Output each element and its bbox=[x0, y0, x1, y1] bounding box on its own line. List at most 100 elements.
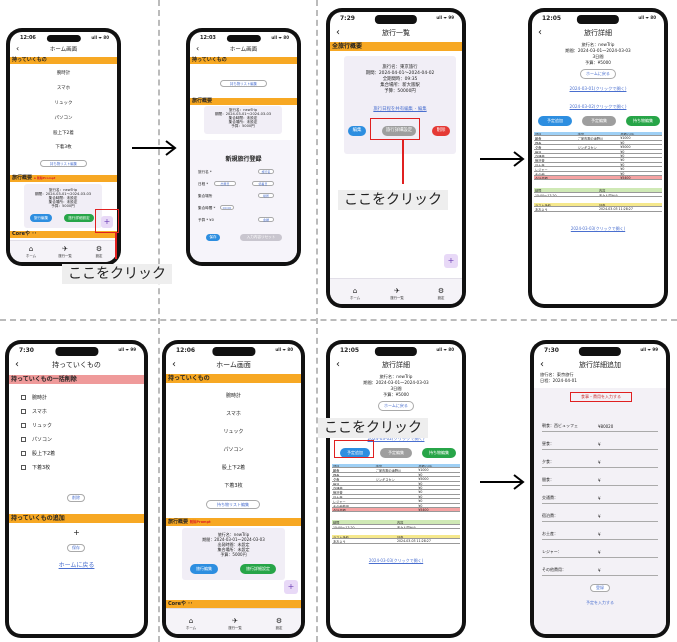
expense-field[interactable]: 朝食：西ビュッフェ¥80020 bbox=[542, 414, 658, 432]
table-cell: ¥0 bbox=[620, 149, 625, 153]
time-input[interactable]: 00:00 bbox=[220, 205, 234, 210]
register-button[interactable]: 登録 bbox=[590, 584, 610, 592]
field-value[interactable]: ¥ bbox=[598, 460, 601, 465]
delete-button[interactable]: 削除 bbox=[67, 494, 85, 502]
list-item[interactable]: 下着3枚 bbox=[21, 460, 55, 474]
home-link[interactable]: ホームに戻る bbox=[58, 562, 95, 569]
page-title: 旅行詳細 bbox=[382, 361, 410, 369]
plan-input-link[interactable]: 予定を入力する bbox=[586, 600, 614, 605]
home-button[interactable]: ホームに戻る bbox=[378, 401, 414, 411]
back-icon[interactable]: ‹ bbox=[16, 44, 20, 53]
delete-button[interactable]: 削除 bbox=[432, 126, 450, 136]
section-header: 旅行概要 bbox=[190, 98, 297, 105]
trip-detail-button[interactable]: 旅行詳細設定 bbox=[240, 564, 276, 574]
table-cell: 夕食 bbox=[535, 146, 542, 149]
expense-field[interactable]: 宿泊費：¥ bbox=[542, 504, 658, 522]
items-edit-button[interactable]: 持ち物編集 bbox=[422, 448, 456, 458]
table-row: 宿泊費¥0 bbox=[534, 158, 662, 163]
tab-trips[interactable]: ✈旅行一覧 bbox=[390, 287, 404, 300]
expense-field[interactable]: レジャー：¥ bbox=[542, 540, 658, 558]
list-edit-button[interactable]: 持ち物リスト編集 bbox=[40, 160, 87, 167]
tab-settings[interactable]: ⚙設定 bbox=[275, 617, 283, 630]
save-button[interactable]: 保存 bbox=[206, 234, 220, 241]
expense-field[interactable]: その他費用：¥ bbox=[542, 558, 658, 576]
budget-input[interactable]: 金額 bbox=[258, 217, 274, 222]
trip-detail-button[interactable]: 旅行詳細設定 bbox=[382, 126, 416, 136]
tab-settings[interactable]: ⚙設定 bbox=[437, 287, 445, 300]
field-value[interactable]: ¥ bbox=[598, 514, 601, 519]
arrow-icon bbox=[132, 140, 177, 156]
field-value[interactable]: ¥ bbox=[598, 568, 601, 573]
checkbox[interactable] bbox=[21, 450, 26, 456]
checkbox[interactable] bbox=[21, 422, 26, 428]
edit-plan-button[interactable]: 予定編集 bbox=[380, 448, 412, 458]
add-trip-button[interactable]: + bbox=[101, 216, 113, 228]
list-item[interactable]: 腕時計 bbox=[21, 390, 55, 404]
tab-trips[interactable]: ✈旅行一覧 bbox=[228, 617, 242, 630]
edit-button[interactable]: 編集 bbox=[348, 126, 366, 136]
table-row: その他費用¥0 bbox=[332, 503, 460, 508]
expense-field[interactable]: 間食：¥ bbox=[542, 468, 658, 486]
page-title: ホーム画面 bbox=[49, 47, 78, 53]
back-icon[interactable]: ‹ bbox=[196, 44, 200, 53]
date-link[interactable]: 2024-03-02(クリックで開く) bbox=[367, 436, 425, 441]
checkbox[interactable] bbox=[21, 408, 26, 414]
tab-home[interactable]: ⌂ホーム bbox=[16, 245, 46, 258]
start-date-input[interactable]: 出発日 bbox=[214, 181, 236, 186]
home-button[interactable]: ホームに戻る bbox=[580, 69, 616, 79]
checkbox[interactable] bbox=[21, 436, 26, 442]
expense-field[interactable]: お土産：¥ bbox=[542, 522, 658, 540]
items-edit-button[interactable]: 持ち物編集 bbox=[626, 116, 660, 126]
add-item-icon[interactable]: + bbox=[73, 528, 80, 537]
trip-edit-button[interactable]: 旅行編集 bbox=[30, 214, 52, 222]
field-value[interactable]: ¥80020 bbox=[598, 424, 614, 429]
page-title: ホーム画面 bbox=[229, 47, 258, 53]
date-link[interactable]: 2024-03-01(クリックで開く) bbox=[569, 86, 627, 91]
trip-name-input[interactable]: 旅行名 bbox=[258, 169, 274, 174]
add-trip-button[interactable]: + bbox=[284, 580, 298, 594]
checkbox[interactable] bbox=[21, 394, 26, 400]
date-link[interactable]: 2024-03-03(クリックで開く) bbox=[570, 225, 626, 231]
expense-field[interactable]: 昼食：¥ bbox=[542, 432, 658, 450]
field-value[interactable]: ¥ bbox=[598, 496, 601, 501]
tab-home[interactable]: ⌂ホーム bbox=[185, 617, 197, 630]
share-link[interactable]: 旅行日程を共有編集 ･ 編集 bbox=[373, 107, 427, 112]
list-item[interactable]: リュック bbox=[21, 418, 55, 432]
reset-button[interactable]: 入力内容リセット bbox=[240, 234, 282, 241]
expense-field[interactable]: 交通費：¥ bbox=[542, 486, 658, 504]
edit-plan-button[interactable]: 予定編集 bbox=[582, 116, 616, 126]
list-item[interactable]: 股上下2着 bbox=[21, 446, 55, 460]
field-value[interactable]: ¥ bbox=[598, 550, 601, 555]
highlight-box bbox=[334, 440, 374, 458]
trip-edit-button[interactable]: 旅行編集 bbox=[190, 564, 218, 574]
list-item[interactable]: スマホ bbox=[21, 404, 55, 418]
table-cell bbox=[375, 482, 418, 485]
table-cell: 宿泊費 bbox=[333, 491, 343, 494]
expense-field[interactable]: 夕食：¥ bbox=[542, 450, 658, 468]
field-value[interactable]: ¥ bbox=[598, 532, 601, 537]
table-row: レジャー¥0 bbox=[332, 499, 460, 504]
add-plan-button[interactable]: 予定追加 bbox=[340, 448, 370, 458]
date-link[interactable]: 2024-03-03(クリックで開く) bbox=[368, 557, 424, 563]
save-button[interactable]: 保存 bbox=[67, 544, 85, 552]
checkbox[interactable] bbox=[21, 464, 26, 470]
date-link[interactable]: 2024-03-02(クリックで開く) bbox=[569, 104, 627, 109]
end-date-input[interactable]: 帰着日 bbox=[252, 181, 274, 186]
list-edit-button[interactable]: 持ち物リスト編集 bbox=[220, 80, 267, 87]
list-item[interactable]: パソコン bbox=[21, 432, 55, 446]
trip-detail-button[interactable]: 旅行詳細設定 bbox=[64, 214, 94, 222]
list-edit-button[interactable]: 持ち物リスト編集 bbox=[206, 500, 260, 509]
field-value[interactable]: ¥ bbox=[598, 442, 601, 447]
tab-trips[interactable]: ✈旅行一覧 bbox=[50, 245, 80, 258]
place-input[interactable]: 場所 bbox=[258, 193, 274, 198]
add-plan-button[interactable]: 予定追加 bbox=[538, 116, 572, 126]
tab-settings[interactable]: ⚙設定 bbox=[84, 245, 114, 258]
tab-home[interactable]: ⌂ホーム bbox=[349, 287, 361, 300]
input-meal-button[interactable]: 食事・費用を入力する bbox=[570, 392, 632, 402]
add-button[interactable]: + bbox=[444, 254, 458, 268]
new-trip-modal: 新規旅行登録 旅行名 *旅行名 日程 *出発日帰着日 集合場所場所 集合時間 *… bbox=[190, 140, 297, 262]
field-value[interactable]: ¥ bbox=[598, 478, 601, 483]
table-cell: 項目 bbox=[535, 133, 542, 136]
